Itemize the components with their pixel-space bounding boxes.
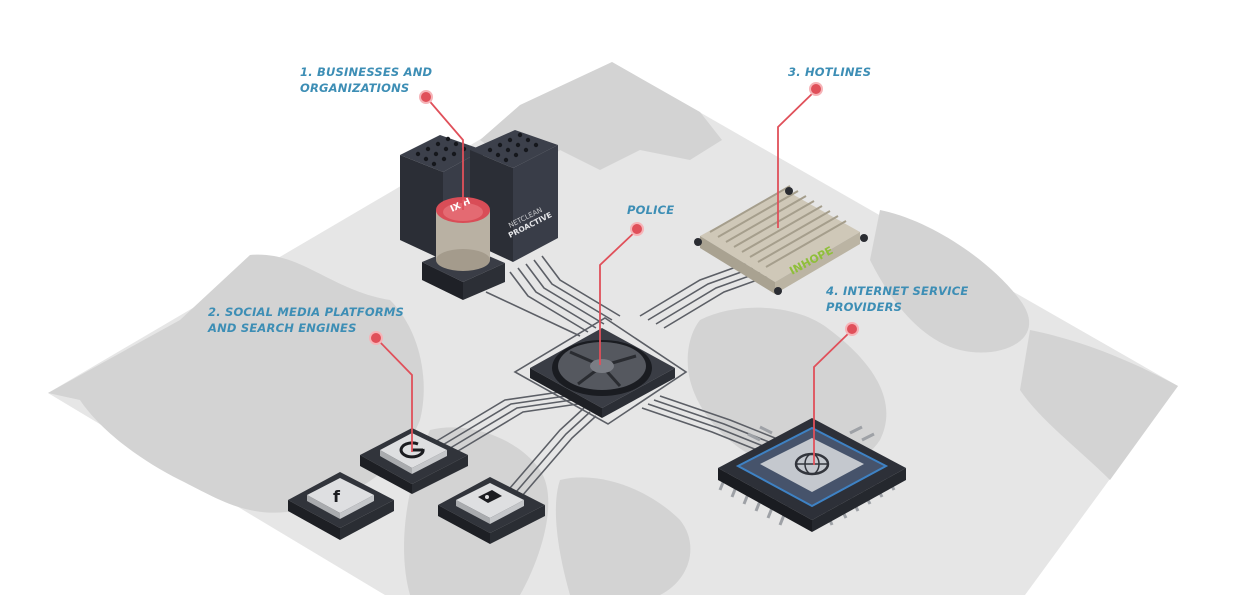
facebook-icon: f: [333, 487, 341, 506]
marker-police: [630, 222, 644, 236]
label-police: POLICE: [627, 202, 674, 218]
marker-businesses: [419, 90, 433, 104]
callout-markers: [369, 82, 859, 345]
label-businesses: 1. BUSINESSES AND ORGANIZATIONS: [300, 64, 432, 96]
label-social: 2. SOCIAL MEDIA PLATFORMS AND SEARCH ENG…: [208, 304, 404, 336]
label-businesses-line2: ORGANIZATIONS: [300, 81, 410, 95]
circuit-traces: [429, 255, 781, 497]
label-social-line2: AND SEARCH ENGINES: [208, 321, 357, 335]
facebook-chip: f: [288, 472, 394, 540]
label-isp: 4. INTERNET SERVICE PROVIDERS: [826, 283, 968, 315]
marker-hotlines: [809, 82, 823, 96]
label-isp-line1: 4. INTERNET SERVICE: [826, 284, 969, 298]
dropbox-icon: [478, 490, 502, 503]
label-police-line1: POLICE: [627, 203, 675, 217]
map-land: [48, 62, 1178, 595]
callout-lines: [375, 89, 853, 465]
fan-pad: [513, 317, 688, 425]
label-social-line1: 2. SOCIAL MEDIA PLATFORMS: [208, 305, 405, 319]
marker-isp: [845, 322, 859, 336]
isp-chip: [718, 418, 906, 532]
label-hotlines: 3. HOTLINES: [788, 64, 871, 80]
capacitor: IX H: [422, 197, 505, 300]
google-icon: [399, 441, 425, 459]
google-chip: [360, 428, 468, 494]
label-hotlines-line1: 3. HOTLINES: [788, 65, 872, 79]
marker-social: [369, 331, 383, 345]
label-isp-line2: PROVIDERS: [826, 300, 903, 314]
dropbox-chip: [438, 477, 545, 544]
label-businesses-line1: 1. BUSINESSES AND: [300, 65, 433, 79]
fan-chip: [530, 328, 675, 418]
